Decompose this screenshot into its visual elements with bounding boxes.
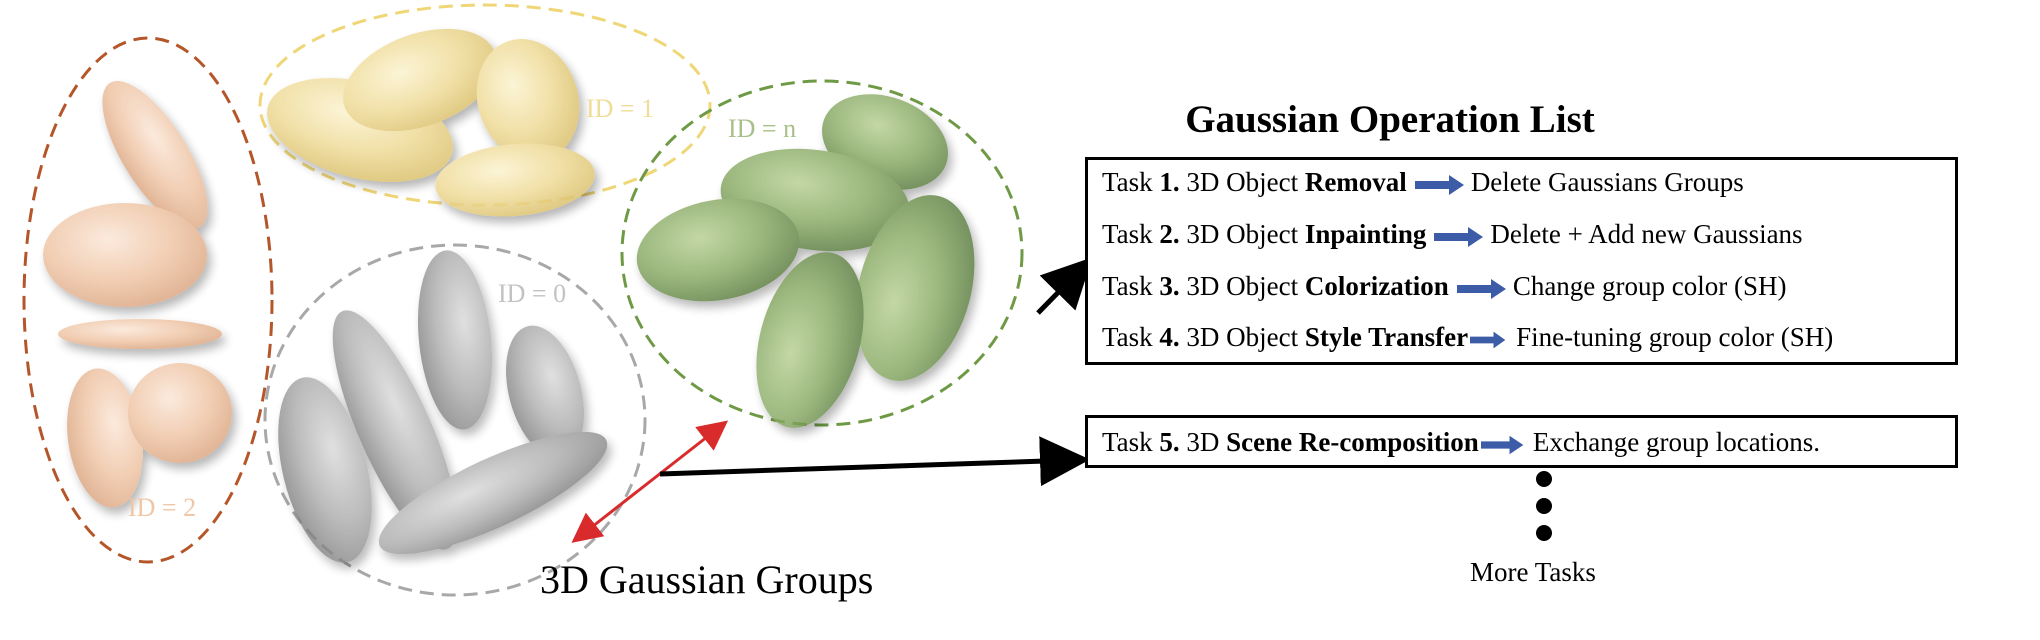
group-id2-gaussians <box>43 80 232 508</box>
group-idn-boundary <box>620 79 1024 427</box>
more-dot <box>1536 525 1552 541</box>
task-arrow-icon <box>1456 278 1506 299</box>
id-label-n: ID = n <box>728 114 796 143</box>
gaussian-groups-caption: 3D Gaussian Groups <box>540 557 874 602</box>
more-dot <box>1536 498 1552 514</box>
group-idn-gaussians <box>636 94 975 428</box>
task-arrow-icon <box>1470 331 1506 349</box>
arrow-to-task5 <box>659 436 1090 487</box>
task-arrow-icon <box>1414 174 1464 195</box>
group-id2-boundary <box>22 36 274 564</box>
group-id0-gaussians <box>278 250 608 563</box>
id-label-2: ID = 2 <box>128 493 196 522</box>
group-id0-boundary <box>263 243 647 597</box>
id-label-1: ID = 1 <box>586 94 654 123</box>
more-dot <box>1536 471 1552 487</box>
task-arrow-icon <box>1434 226 1484 247</box>
more-tasks-label: More Tasks <box>1470 557 1596 587</box>
group-id1-gaussians <box>267 28 595 217</box>
task-arrow-icon <box>1480 435 1524 454</box>
arrow-to-task-list <box>1036 257 1093 315</box>
exchange-arrow <box>571 420 729 543</box>
id-label-0: ID = 0 <box>498 279 566 308</box>
operation-list-title: Gaussian Operation List <box>1185 98 1595 141</box>
